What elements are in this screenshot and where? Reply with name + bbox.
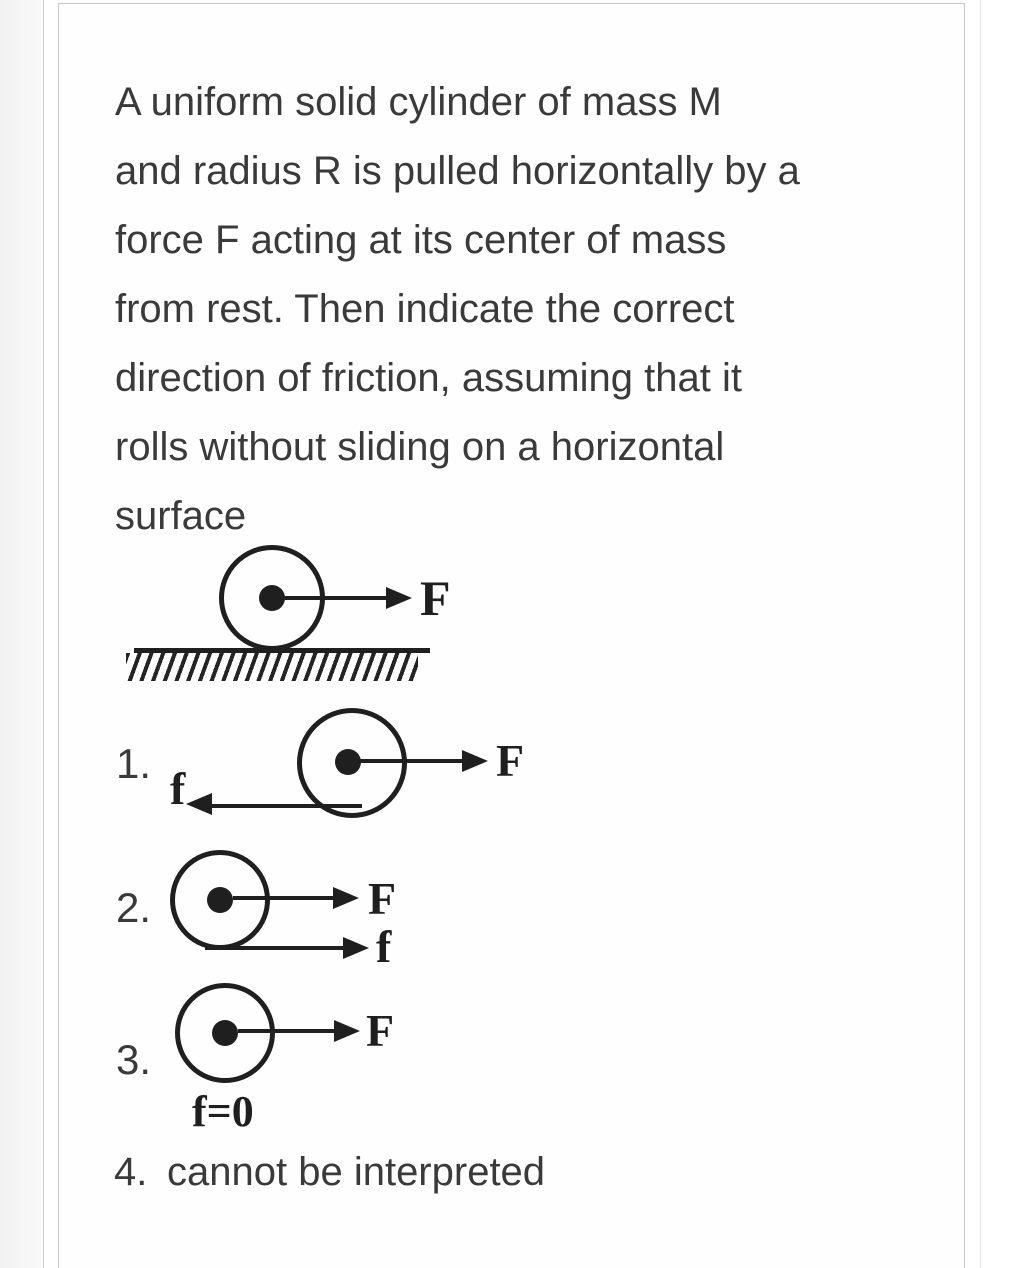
option-1[interactable]: 1. F f — [0, 700, 560, 835]
option-4-number: 4. — [114, 1150, 148, 1194]
option-2-number: 2. — [116, 884, 152, 931]
force-label: F — [366, 1005, 395, 1056]
question-line: rolls without sliding on a horizontal — [115, 425, 725, 469]
ground-hatching — [126, 653, 418, 681]
question-line: A uniform solid cylinder of mass M — [115, 80, 722, 124]
center-of-mass-dot — [212, 1020, 238, 1046]
option-2[interactable]: 2. F f — [0, 844, 560, 979]
option-3-number: 3. — [116, 1036, 152, 1083]
friction-arrowhead-icon — [186, 793, 212, 815]
force-arrow — [238, 1029, 334, 1033]
option-3[interactable]: 3. F f=0 — [0, 980, 560, 1140]
force-arrowhead-icon — [462, 750, 488, 772]
friction-arrow — [205, 946, 343, 950]
friction-arrowhead-icon — [343, 937, 369, 959]
friction-label: f — [376, 921, 392, 972]
force-arrow — [233, 896, 333, 900]
force-label: F — [420, 570, 451, 626]
friction-label: f — [170, 763, 186, 814]
option-1-number: 1. — [116, 740, 152, 787]
ground-line — [134, 648, 430, 653]
option-4[interactable]: 4. cannot be interpreted — [0, 1148, 700, 1208]
left-margin-strip — [0, 0, 44, 1268]
force-arrowhead-icon — [333, 887, 359, 909]
question-line: from rest. Then indicate the correct — [115, 287, 735, 331]
force-arrowhead-icon — [334, 1020, 360, 1042]
force-label: F — [368, 873, 397, 924]
question-line: direction of friction, assuming that it — [115, 356, 742, 400]
force-label: F — [496, 735, 525, 786]
main-figure: F — [0, 535, 560, 685]
friction-arrow — [208, 804, 362, 808]
friction-label: f=0 — [192, 1087, 254, 1136]
cylinder-circle — [297, 708, 407, 818]
question-line: and radius R is pulled horizontally by a — [115, 149, 800, 193]
question-line: force F acting at its center of mass — [115, 218, 727, 262]
option-4-text: cannot be interpreted — [167, 1150, 546, 1194]
question-text: A uniform solid cylinder of mass M and r… — [115, 68, 915, 551]
center-of-mass-dot — [207, 887, 233, 913]
question-line: surface — [115, 494, 247, 538]
right-edge-divider — [980, 0, 981, 1268]
cylinder-circle — [175, 983, 275, 1083]
force-arrow — [272, 596, 386, 600]
force-arrow — [350, 759, 462, 763]
force-arrowhead-icon — [386, 587, 412, 609]
